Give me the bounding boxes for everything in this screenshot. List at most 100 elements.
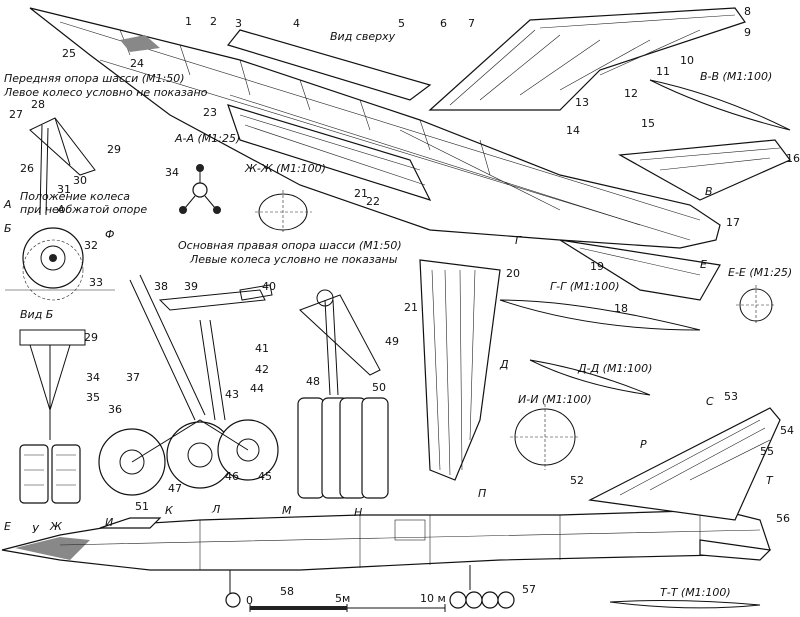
front-gear-title: Передняя опора шасси (М1:50) bbox=[4, 72, 185, 85]
wheel-position-label-1: Положение колеса bbox=[20, 190, 130, 203]
side-view-fuselage bbox=[1, 407, 781, 609]
callout: 35 bbox=[86, 391, 100, 404]
callout: 26 bbox=[20, 162, 34, 175]
callout: 39 bbox=[184, 280, 198, 293]
callout: 32 bbox=[84, 239, 98, 252]
callout: 27 bbox=[9, 108, 23, 121]
callout: 40 bbox=[262, 280, 276, 293]
section-mark: Р bbox=[640, 438, 647, 451]
top-view-label: Вид сверху bbox=[330, 30, 396, 43]
section-mark: Е bbox=[700, 258, 707, 271]
wheel-position-label-2: при необжатой опоре bbox=[20, 203, 147, 216]
section-dd-label: Д-Д (М1:100) bbox=[577, 362, 652, 375]
callout: 1 bbox=[185, 15, 192, 28]
view-b-label: Вид Б bbox=[20, 308, 53, 321]
section-mark: М bbox=[282, 504, 292, 517]
callout: 3 bbox=[235, 17, 242, 30]
section-mark: Т bbox=[766, 474, 774, 487]
callout: 30 bbox=[73, 174, 87, 187]
section-mark: К bbox=[165, 504, 174, 517]
callout: 29 bbox=[107, 143, 121, 156]
top-view-upper-wing bbox=[428, 7, 746, 111]
section-mark: И bbox=[105, 516, 113, 529]
callout: 19 bbox=[590, 260, 604, 273]
scale-label-0: 0 bbox=[246, 594, 253, 607]
section-marks: А А Б Ф В Г Д Е Е У Ж И К Л М Н П Р С Т bbox=[3, 185, 774, 536]
callout: 18 bbox=[614, 302, 628, 315]
top-view-stabilizer bbox=[618, 139, 791, 201]
callout: 5 bbox=[398, 17, 405, 30]
callout: 7 bbox=[468, 17, 475, 30]
callout: 42 bbox=[255, 363, 269, 376]
section-mark: В bbox=[705, 185, 713, 198]
callout: 14 bbox=[566, 124, 580, 137]
callout: 6 bbox=[440, 17, 447, 30]
callout: 23 bbox=[203, 106, 217, 119]
section-vv-label: В-В (М1:100) bbox=[700, 70, 772, 83]
callout: 12 bbox=[624, 87, 638, 100]
callout: 25 bbox=[62, 47, 76, 60]
callout: 31 bbox=[57, 183, 71, 196]
callout: 58 bbox=[280, 585, 294, 598]
callout: 52 bbox=[570, 474, 584, 487]
section-mark: Л bbox=[211, 503, 220, 516]
callout: 15 bbox=[641, 117, 655, 130]
callout: 28 bbox=[31, 98, 45, 111]
main-landing-gear-side bbox=[98, 274, 279, 496]
callout: 34 bbox=[86, 371, 100, 384]
section-mark: Г bbox=[515, 234, 522, 247]
callout: 33 bbox=[89, 276, 103, 289]
section-mark: П bbox=[478, 487, 486, 500]
scale-label-5: 5м bbox=[335, 592, 350, 605]
section-mark: Е bbox=[4, 520, 11, 533]
section-mark: А bbox=[3, 198, 12, 211]
callout: 43 bbox=[225, 388, 239, 401]
callout: 45 bbox=[258, 470, 272, 483]
callout: 51 bbox=[135, 500, 149, 513]
callout: 55 bbox=[760, 445, 774, 458]
callout: 38 bbox=[154, 280, 168, 293]
callout: 17 bbox=[726, 216, 740, 229]
callout: 48 bbox=[306, 375, 320, 388]
callout: 44 bbox=[250, 382, 264, 395]
section-mark: С bbox=[706, 395, 714, 408]
callout: 16 bbox=[786, 152, 800, 165]
callout: 49 bbox=[385, 335, 399, 348]
scale-label-10: 10 м bbox=[420, 592, 446, 605]
front-landing-gear bbox=[5, 117, 115, 301]
top-view-nacelle bbox=[226, 29, 432, 201]
callout: 37 bbox=[126, 371, 140, 384]
callout: 24 bbox=[130, 57, 144, 70]
callout: 9 bbox=[744, 26, 751, 39]
section-mark: Б bbox=[4, 222, 12, 235]
section-aa-label: А-А (М1:25) bbox=[174, 132, 240, 145]
section-mark: А bbox=[56, 203, 65, 216]
top-view-lower-wing bbox=[419, 239, 721, 481]
section-mark: Ф bbox=[105, 228, 114, 241]
section-mark: Ж bbox=[49, 520, 63, 533]
callout: 10 bbox=[680, 54, 694, 67]
front-gear-note: Левое колесо условно не показано bbox=[3, 86, 208, 99]
callout: 11 bbox=[656, 65, 670, 78]
cross-sections bbox=[255, 190, 776, 470]
callout: 57 bbox=[522, 583, 536, 596]
airfoil-sections bbox=[499, 79, 791, 609]
callout: 29 bbox=[84, 331, 98, 344]
callout: 22 bbox=[366, 195, 380, 208]
callout: 53 bbox=[724, 390, 738, 403]
callout: 20 bbox=[506, 267, 520, 280]
callout: 8 bbox=[744, 5, 751, 18]
callout: 21 bbox=[404, 301, 418, 314]
section-gg-label: Г-Г (М1:100) bbox=[550, 280, 620, 293]
callout: 13 bbox=[575, 96, 589, 109]
section-tt-label: Т-Т (М1:100) bbox=[660, 586, 731, 599]
callout: 4 bbox=[293, 17, 300, 30]
callout: 2 bbox=[210, 15, 217, 28]
section-ii-label: И-И (М1:100) bbox=[518, 393, 592, 406]
scale-bar bbox=[249, 604, 446, 612]
callout: 46 bbox=[225, 470, 239, 483]
section-zhzh-label: Ж-Ж (М1:100) bbox=[244, 162, 326, 175]
callout: 54 bbox=[780, 424, 794, 437]
callout: 56 bbox=[776, 512, 790, 525]
